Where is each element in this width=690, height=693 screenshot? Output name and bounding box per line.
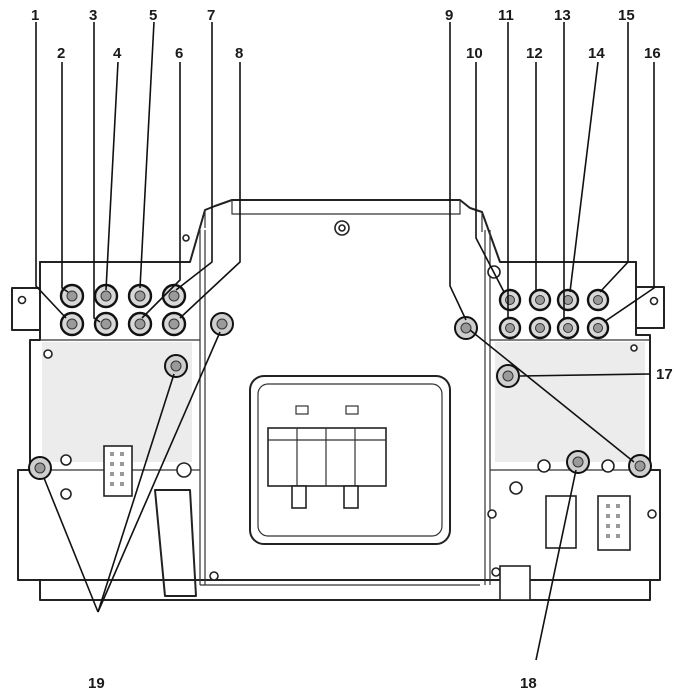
- callout-2: 2: [57, 45, 65, 62]
- callout-17: 17: [656, 366, 673, 383]
- callout-9: 9: [445, 7, 453, 24]
- callout-7: 7: [207, 7, 215, 24]
- left-ear-hole: [17, 295, 27, 305]
- callout-12: 12: [526, 45, 543, 62]
- right-ear-hole: [649, 296, 659, 306]
- callout-4: 4: [113, 45, 122, 62]
- callout-16: 16: [644, 45, 661, 62]
- right-mounting-ear: [635, 286, 665, 329]
- callout-14: 14: [588, 45, 605, 62]
- callout-5: 5: [149, 7, 157, 24]
- callout-10: 10: [466, 45, 483, 62]
- left-multi-pin-connector: [103, 445, 133, 497]
- callout-8: 8: [235, 45, 243, 62]
- central-module: [249, 220, 451, 545]
- cluster-housing: [11, 199, 665, 601]
- right-connectors: [499, 495, 631, 601]
- callout-1: 1: [31, 7, 39, 24]
- callout-18: 18: [520, 675, 537, 692]
- left-bulb-bank: [28, 234, 234, 581]
- callout-11: 11: [498, 7, 514, 24]
- callout-3: 3: [89, 7, 97, 24]
- callout-6: 6: [175, 45, 183, 62]
- callout-labels: 1 2 3 4 5 6 7 8 9 10 11 12 13 14 15 16 1…: [31, 7, 673, 692]
- callout-13: 13: [554, 7, 571, 24]
- ribbon-cable: [154, 489, 197, 597]
- callout-19: 19: [88, 675, 105, 692]
- left-mounting-ear: [11, 287, 41, 331]
- leader-lines: [35, 21, 655, 661]
- callout-15: 15: [618, 7, 635, 24]
